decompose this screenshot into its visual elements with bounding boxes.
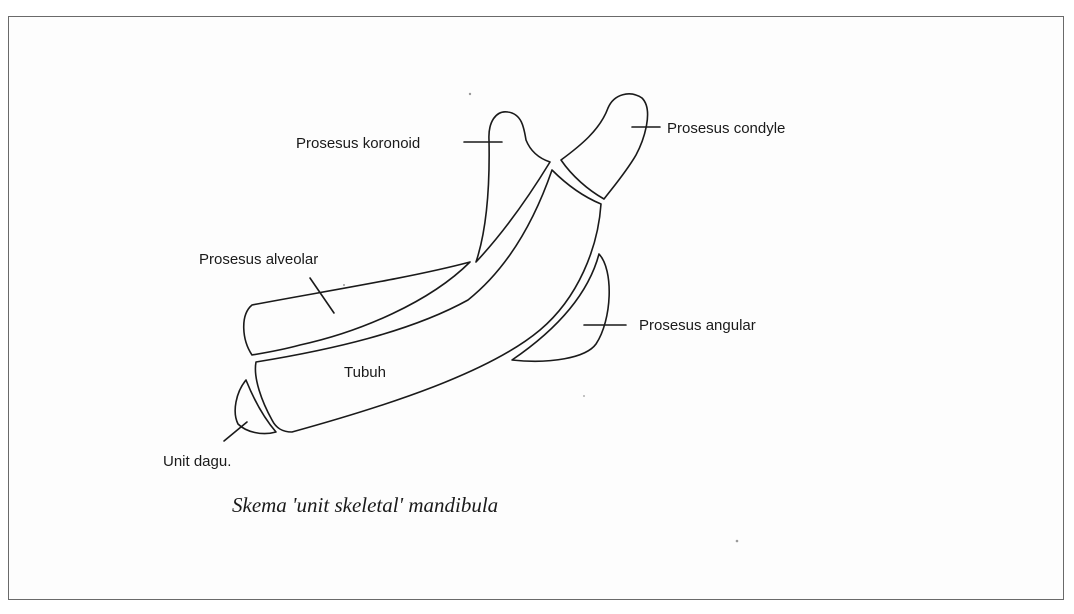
scan-speck xyxy=(583,395,585,397)
coronoid-process-shape xyxy=(476,112,550,262)
body-shape xyxy=(255,170,601,432)
chin-unit-shape xyxy=(235,380,276,434)
label-coronoid: Prosesus koronoid xyxy=(296,135,420,152)
alveolar-leader-line xyxy=(310,278,334,313)
label-body: Tubuh xyxy=(344,364,386,381)
scan-speck xyxy=(736,540,739,543)
label-alveolar: Prosesus alveolar xyxy=(199,251,318,268)
scan-speck xyxy=(469,93,471,95)
condyle-process-shape xyxy=(561,94,648,199)
label-condyle: Prosesus condyle xyxy=(667,120,785,137)
label-chin: Unit dagu. xyxy=(163,453,231,470)
figure-caption: Skema 'unit skeletal' mandibula xyxy=(232,493,498,517)
angular-process-shape xyxy=(512,254,609,361)
chin-leader-line xyxy=(224,422,247,441)
scan-speck xyxy=(343,284,345,286)
label-angular: Prosesus angular xyxy=(639,317,756,334)
